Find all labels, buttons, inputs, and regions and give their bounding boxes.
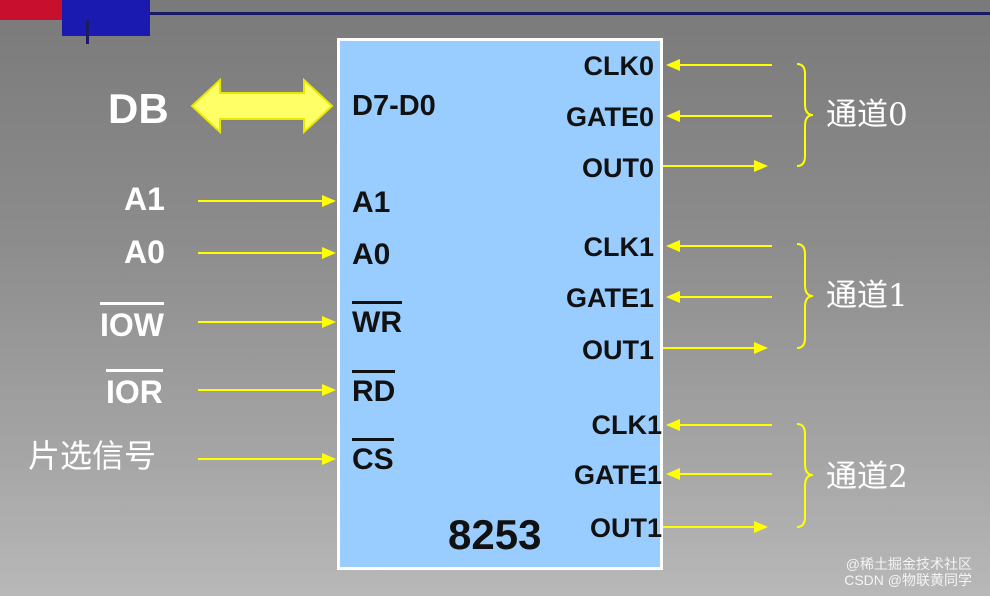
- chip-label: 8253: [448, 511, 542, 558]
- signal-label-a0: A0: [124, 234, 165, 270]
- pin-gate1: GATE1: [565, 283, 654, 313]
- pin-out1: OUT1: [581, 335, 654, 365]
- pin-out0: OUT0: [581, 153, 654, 183]
- pin-clk1: CLK1: [583, 232, 654, 262]
- signal-label-iow: IOW: [100, 302, 164, 341]
- brace-channel-1: [796, 243, 814, 349]
- pin-cs: CS: [352, 438, 394, 475]
- signal-label-chip-select: 片选信号: [28, 437, 157, 475]
- pin-d7-d0: D7-D0: [352, 90, 436, 122]
- signal-label-ior: IOR: [106, 369, 163, 408]
- channel-label-0: 通道0: [826, 97, 908, 133]
- pin-gate0: GATE0: [565, 102, 654, 132]
- chip-8253-body: [337, 38, 663, 570]
- watermark-csdn: CSDN @物联黄同学: [844, 572, 972, 588]
- pin-rd: RD: [352, 370, 396, 407]
- pin-a1: A1: [352, 186, 391, 219]
- pin-clk0: CLK0: [583, 51, 654, 81]
- corner-decoration-red: [0, 0, 78, 20]
- bus-double-arrow: [190, 77, 334, 135]
- signal-label-a1: A1: [124, 181, 165, 217]
- pin-gate2: GATE1: [573, 460, 662, 490]
- pin-out2: OUT1: [589, 513, 662, 543]
- header-tick: [86, 20, 89, 44]
- brace-channel-2: [796, 423, 814, 528]
- channel-label-2: 通道2: [826, 459, 908, 495]
- watermark-juejin: @稀土掘金技术社区: [845, 556, 972, 572]
- corner-decoration-blue: [62, 0, 150, 36]
- channel-label-1: 通道1: [826, 278, 908, 314]
- brace-channel-0: [796, 63, 814, 167]
- pin-a0: A0: [352, 238, 391, 271]
- bus-label: DB: [108, 85, 169, 132]
- pin-clk2: CLK1: [591, 410, 662, 440]
- header-rule: [150, 12, 990, 15]
- pin-wr: WR: [352, 301, 402, 338]
